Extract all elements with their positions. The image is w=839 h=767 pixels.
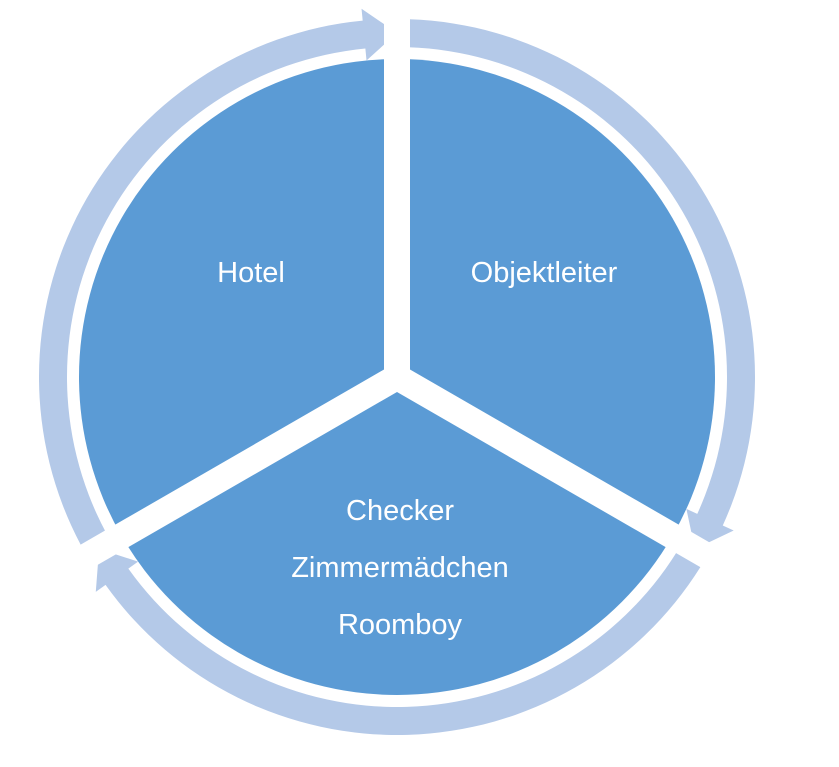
segment-divider — [390, 365, 749, 588]
segment-label-objektleiter: Objektleiter — [471, 257, 618, 289]
arrow-team-to-hotel — [95, 549, 701, 735]
segment-label-line: Checker — [346, 495, 454, 527]
segment-divider — [45, 365, 404, 588]
arrow-objektleiter-to-team — [408, 19, 756, 550]
segment-label-line: Objektleiter — [471, 257, 618, 289]
cycle-arrows — [38, 8, 756, 735]
segment-label-line: Roomboy — [338, 609, 463, 641]
segment-label-line: Zimmermädchen — [291, 552, 509, 584]
segment-label-hotel: Hotel — [217, 257, 285, 289]
segment-label-line: Hotel — [217, 257, 285, 289]
arrow-hotel-to-objektleiter — [38, 8, 397, 546]
cycle-segments — [45, 0, 749, 696]
